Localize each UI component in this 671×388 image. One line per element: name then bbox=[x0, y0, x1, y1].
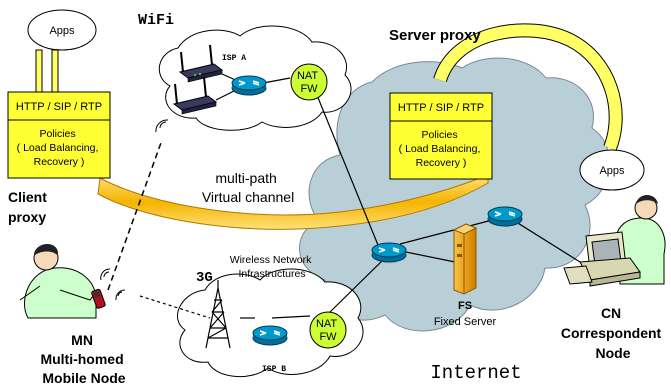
nat-fw-top-label: NAT FW bbox=[297, 70, 321, 95]
apps-left-label: Apps bbox=[49, 25, 75, 37]
3g-wireless-link bbox=[139, 295, 211, 319]
wifi-wireless-link bbox=[107, 139, 163, 291]
server-proxy-policies-box bbox=[389, 120, 493, 180]
router-internet-left-icon bbox=[371, 242, 407, 263]
mobile-user-icon bbox=[19, 243, 97, 319]
mobile-node-label: MN Multi-homed Mobile Node bbox=[40, 332, 127, 386]
fixed-server-icon bbox=[452, 223, 478, 295]
isp-b-label: ISP B bbox=[262, 365, 286, 374]
apps-right-label: Apps bbox=[599, 165, 625, 177]
client-proxy-protocol-box bbox=[7, 91, 111, 121]
apps-ellipse-left bbox=[27, 9, 97, 51]
nat-fw-bottom-label: NAT FW bbox=[316, 318, 340, 343]
correspondent-node-label: CN Correspondent Node bbox=[561, 305, 665, 361]
internet-label: Internet bbox=[430, 362, 521, 384]
wireless-infra-label: Wireless Network Infrastructures bbox=[230, 254, 315, 280]
router-internet-right-icon bbox=[487, 206, 523, 227]
wifi-signal-icon bbox=[155, 119, 169, 133]
nat-fw-top bbox=[290, 63, 328, 101]
multipath-label: multi-path Virtual channel bbox=[202, 170, 294, 205]
apps-link-left bbox=[35, 49, 43, 93]
cell-tower-icon bbox=[205, 280, 231, 349]
3g-cloud bbox=[177, 268, 364, 378]
client-proxy-policies-box bbox=[7, 119, 111, 179]
server-proxy-title: Server proxy bbox=[389, 27, 481, 44]
wifi-access-point-bottom-icon bbox=[172, 76, 218, 115]
mobile-phone-icon bbox=[91, 288, 106, 309]
client-policies-text: Policies ( Load Balancing, Recovery ) bbox=[17, 128, 102, 168]
wifi-label: WiFi bbox=[138, 12, 174, 29]
client-proxy-protocol-label: HTTP / SIP / RTP bbox=[16, 101, 102, 113]
fs-label: FS bbox=[458, 300, 472, 312]
server-proxy-protocol-label: HTTP / SIP / RTP bbox=[398, 102, 484, 114]
apps-ellipse-right bbox=[579, 149, 645, 191]
server-policies-text: Policies ( Load Balancing, Recovery ) bbox=[399, 129, 484, 169]
router-wifi-icon bbox=[231, 75, 267, 96]
multipath-tunnel bbox=[97, 174, 489, 230]
fixed-server-label: Fixed Server bbox=[434, 316, 497, 328]
isp-a-label: ISP A bbox=[222, 54, 246, 63]
router-3g-icon bbox=[252, 325, 288, 346]
client-proxy-title: Client proxy bbox=[8, 189, 51, 225]
phone-signal-icon bbox=[100, 268, 126, 301]
3g-label: 3G bbox=[196, 270, 213, 286]
nat-fw-bottom bbox=[309, 311, 347, 349]
correspondent-node-icon bbox=[563, 195, 666, 287]
wifi-access-point-top-icon bbox=[178, 44, 224, 83]
